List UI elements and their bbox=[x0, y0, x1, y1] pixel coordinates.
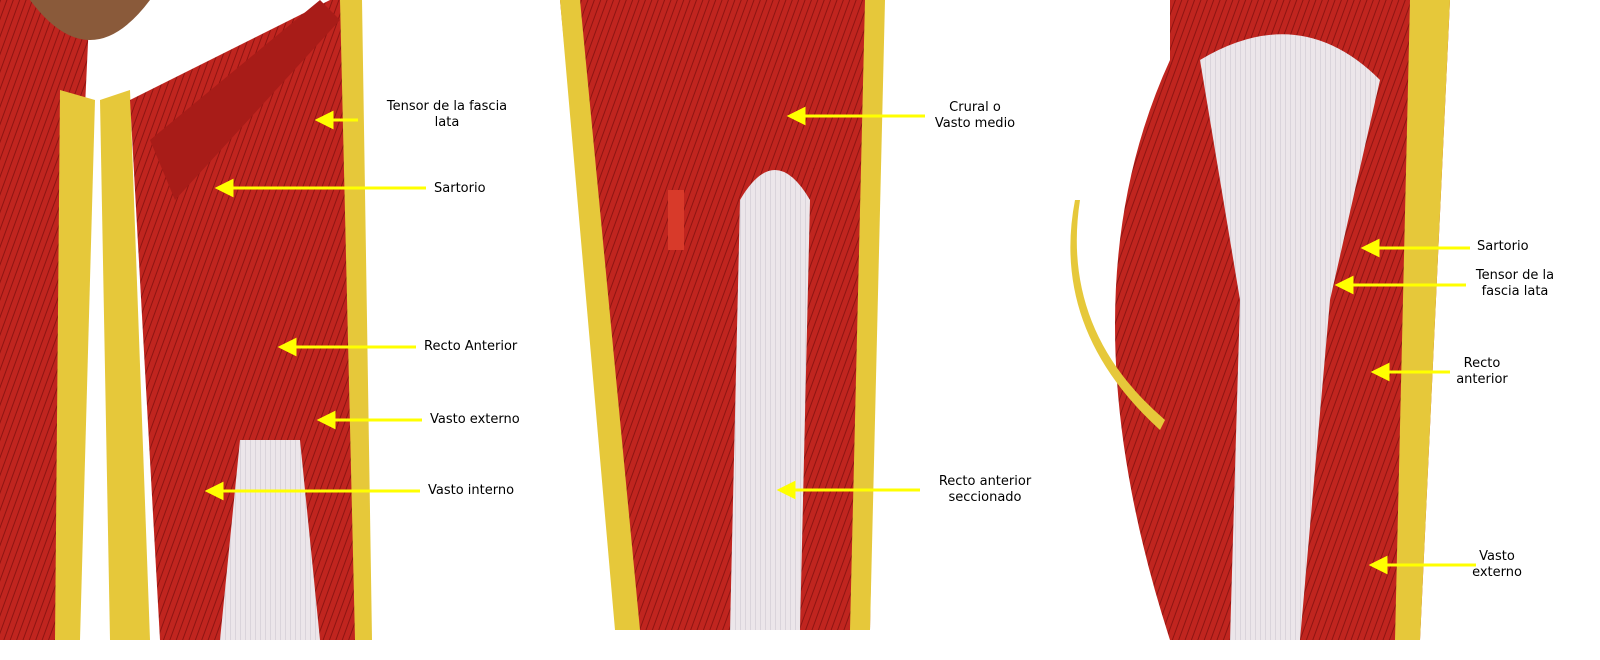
label-line: Tensor de la bbox=[1475, 268, 1555, 283]
fat-layer bbox=[1070, 200, 1165, 430]
label-recto-anterior: Recto Anterior bbox=[424, 339, 518, 354]
label-line: seccionado bbox=[948, 490, 1022, 505]
panel-lateral bbox=[1070, 0, 1450, 641]
panel-anterior-deep bbox=[560, 0, 885, 630]
arrow-sartorio-1 bbox=[214, 178, 426, 198]
arrow-crural bbox=[786, 106, 925, 126]
arrow-tensor-fascia-lata-1 bbox=[314, 110, 358, 130]
sartorius-muscle bbox=[150, 0, 340, 200]
label-tensor-fascia-lata-lateral: Tensor de la fascia lata bbox=[1460, 268, 1570, 300]
label-vasto-interno: Vasto interno bbox=[428, 483, 515, 498]
fat-layer bbox=[850, 0, 885, 630]
label-line: Vasto medio bbox=[934, 116, 1016, 131]
panel-anterior-superficial bbox=[0, 0, 372, 640]
arrow-vasto-externo-1 bbox=[316, 410, 422, 430]
rectus-femoris-tendon bbox=[730, 170, 810, 630]
label-sartorio-lateral: Sartorio bbox=[1477, 239, 1529, 254]
fat-layer bbox=[55, 90, 95, 640]
arrow-sartorio-3 bbox=[1360, 238, 1470, 258]
label-vasto-externo: Vasto externo bbox=[430, 412, 520, 427]
label-line: Recto bbox=[1463, 356, 1501, 371]
label-line: Recto anterior bbox=[938, 474, 1032, 489]
label-crural-vasto-medio: Crural o Vasto medio bbox=[920, 100, 1030, 132]
label-line: lata bbox=[434, 115, 460, 130]
label-line: anterior bbox=[1456, 372, 1508, 387]
fat-layer bbox=[1395, 0, 1450, 640]
label-recto-anterior-lateral: Recto anterior bbox=[1442, 356, 1522, 388]
fat-layer bbox=[340, 0, 372, 640]
label-line: Crural o bbox=[949, 100, 1001, 115]
fat-layer bbox=[560, 0, 640, 630]
label-tensor-fascia-lata: Tensor de la fascia lata bbox=[372, 99, 522, 131]
label-recto-anterior-seccionado: Recto anterior seccionado bbox=[925, 474, 1045, 506]
arrow-recto-anterior-1 bbox=[277, 337, 416, 357]
label-line: fascia lata bbox=[1481, 284, 1549, 299]
arrow-recto-anterior-3 bbox=[1370, 362, 1450, 382]
arrow-tensor-fascia-lata-3 bbox=[1334, 275, 1466, 295]
label-sartorio: Sartorio bbox=[434, 181, 486, 196]
arrow-vasto-externo-3 bbox=[1368, 555, 1476, 575]
femoral-artery bbox=[668, 190, 684, 250]
label-vasto-externo-lateral: Vasto externo bbox=[1457, 549, 1537, 581]
arrow-vasto-interno-1 bbox=[204, 481, 420, 501]
arrow-recto-seccionado bbox=[776, 480, 920, 500]
iliotibial-band bbox=[1200, 34, 1380, 641]
fat-layer bbox=[100, 90, 150, 640]
label-line: externo bbox=[1472, 565, 1522, 580]
pelvis bbox=[30, 0, 150, 40]
label-line: Tensor de la fascia bbox=[386, 99, 508, 114]
label-line: Vasto bbox=[1479, 549, 1515, 564]
